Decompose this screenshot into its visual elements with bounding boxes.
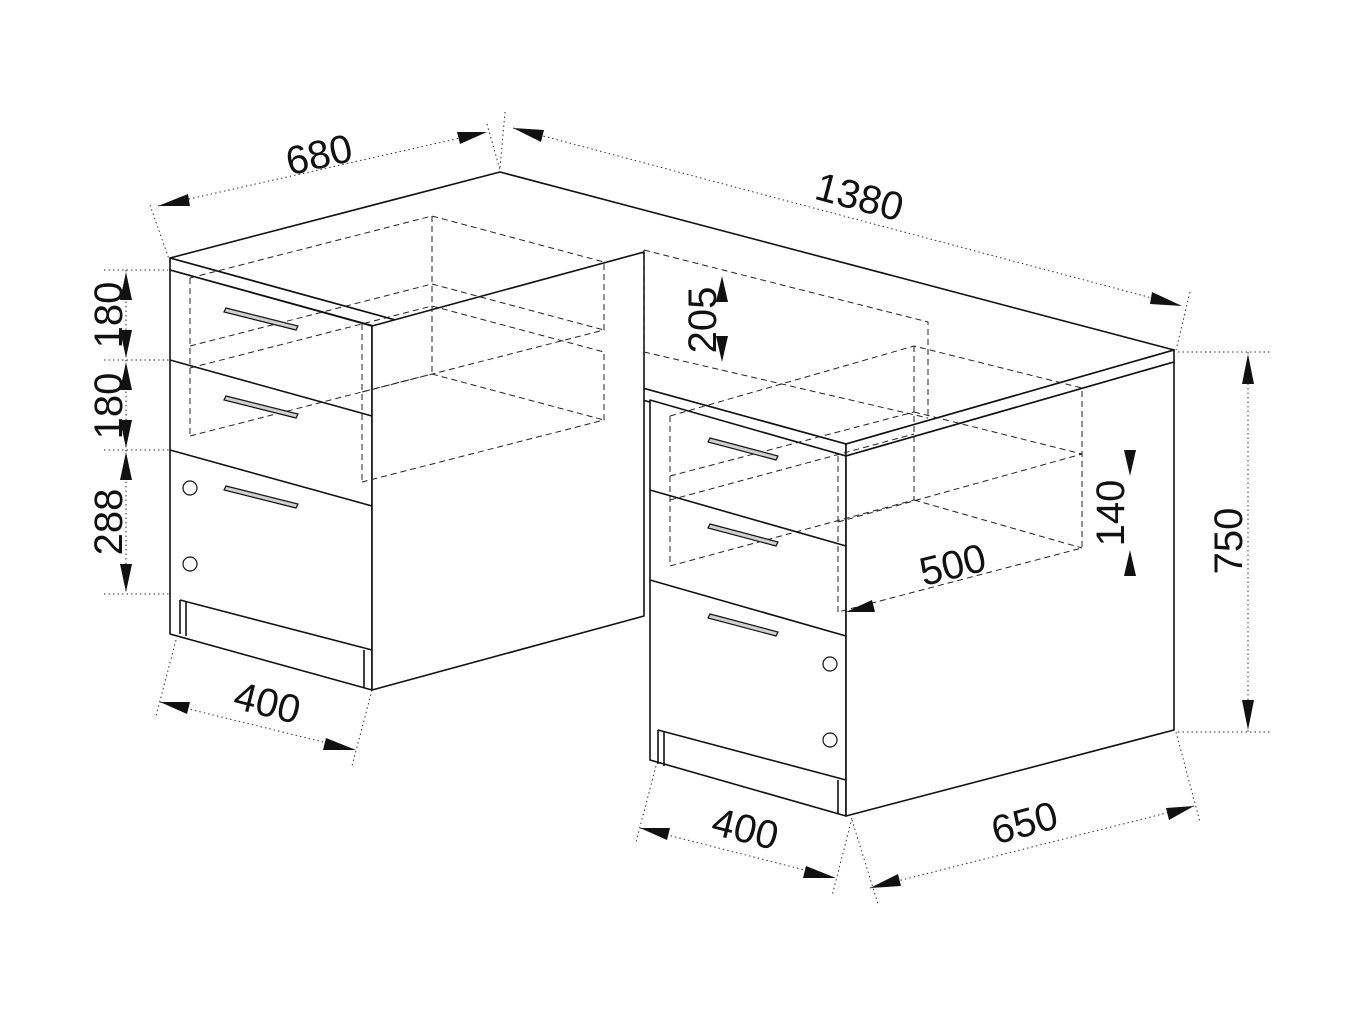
dim-label-400-right: 400: [707, 800, 782, 859]
dim-label-1380: 1380: [811, 165, 908, 231]
desk-body: [169, 171, 1175, 817]
dim-label-680: 680: [282, 126, 357, 184]
hardware: [182, 307, 838, 748]
dim-label-400-left: 400: [229, 674, 304, 733]
right-pedestal-side: [845, 361, 1175, 817]
right-door-handle: [707, 613, 779, 637]
left-door-hinge-bottom: [182, 556, 198, 572]
dim-label-140: 140: [1089, 480, 1133, 547]
right-drawer1-handle: [707, 437, 779, 461]
right-drawer2-handle: [707, 523, 779, 547]
left-door-handle: [223, 485, 299, 509]
left-pedestal-side: [371, 251, 645, 691]
dim-label-205: 205: [681, 287, 725, 354]
right-door-hinge-top: [822, 656, 838, 672]
dim-label-750: 750: [1207, 508, 1251, 575]
dimension-arrows: [120, 128, 1254, 888]
dim-label-180-mid: 180: [87, 373, 131, 440]
left-pedestal-front: [169, 269, 373, 691]
right-door-hinge-bottom: [822, 732, 838, 748]
dim-label-650: 650: [987, 794, 1063, 854]
left-drawer2-handle: [223, 395, 299, 419]
dim-label-180-top: 180: [87, 282, 131, 349]
left-drawer1-handle: [223, 307, 299, 331]
left-door-hinge-top: [182, 480, 198, 496]
dim-label-288: 288: [87, 489, 131, 556]
